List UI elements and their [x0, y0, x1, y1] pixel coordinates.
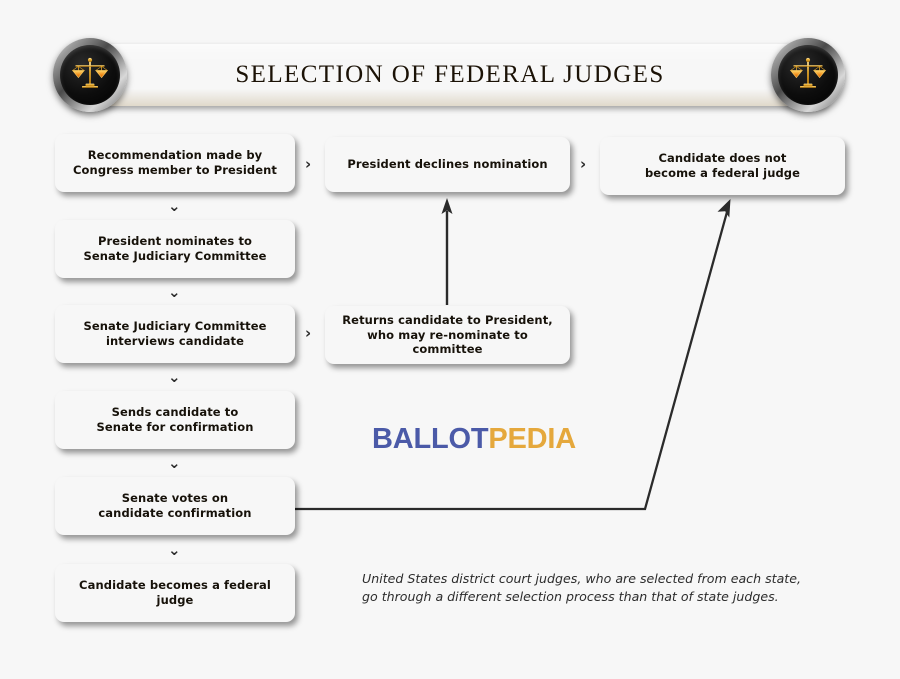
chevron-down-icon-1: ⌄: [168, 197, 181, 215]
chevron-right-icon-2: ›: [580, 155, 587, 173]
node-returns-label: Returns candidate to President, who may …: [342, 312, 553, 357]
chevron-down-icon-2: ⌄: [168, 283, 181, 301]
node-not-judge[interactable]: Candidate does not become a federal judg…: [600, 137, 845, 195]
chevron-down-icon-5: ⌄: [168, 541, 181, 559]
node-nominates-label: President nominates to Senate Judiciary …: [83, 234, 267, 263]
node-recommendation[interactable]: Recommendation made by Congress member t…: [55, 134, 295, 192]
medallion-face-right: [778, 45, 838, 105]
medallion-left: [53, 38, 127, 112]
chevron-right-icon-1: ›: [305, 155, 312, 173]
logo-pedia-text: PEDIA: [488, 423, 577, 455]
chevron-right-icon-3: ›: [305, 324, 312, 342]
footnote: United States district court judges, who…: [362, 570, 832, 606]
scales-of-justice-icon: [789, 57, 827, 88]
node-sends-label: Sends candidate to Senate for confirmati…: [96, 405, 254, 434]
node-recommendation-label: Recommendation made by Congress member t…: [73, 148, 277, 177]
medallion-right: [771, 38, 845, 112]
node-becomes-judge[interactable]: Candidate becomes a federal judge: [55, 564, 295, 622]
logo-ballot-text: BALLOT: [372, 423, 489, 455]
ballotpedia-logo: BALLOTPEDIA: [372, 423, 576, 456]
arrowhead-returns-to-declines: [441, 198, 453, 214]
node-interviews-label: Senate Judiciary Committee interviews ca…: [83, 319, 267, 348]
node-returns[interactable]: Returns candidate to President, who may …: [325, 306, 570, 364]
title-banner: SELECTION OF FEDERAL JUDGES: [72, 44, 828, 106]
chevron-down-icon-3: ⌄: [168, 368, 181, 386]
banner-sheen: [72, 44, 828, 106]
node-interviews[interactable]: Senate Judiciary Committee interviews ca…: [55, 305, 295, 363]
chevron-down-icon-4: ⌄: [168, 454, 181, 472]
page-title: SELECTION OF FEDERAL JUDGES: [235, 61, 665, 88]
node-not-judge-label: Candidate does not become a federal judg…: [644, 151, 801, 180]
node-votes[interactable]: Senate votes on candidate confirmation: [55, 477, 295, 535]
footnote-line-2: go through a different selection process…: [362, 588, 779, 604]
scales-of-justice-icon: [71, 57, 109, 88]
node-declines-label: President declines nomination: [347, 157, 548, 172]
footnote-line-1: United States district court judges, who…: [362, 571, 801, 586]
node-nominates[interactable]: President nominates to Senate Judiciary …: [55, 220, 295, 278]
node-votes-label: Senate votes on candidate confirmation: [98, 491, 252, 520]
node-declines[interactable]: President declines nomination: [325, 137, 570, 192]
arrowhead-votes-to-not-judge: [717, 199, 731, 218]
node-becomes-judge-label: Candidate becomes a federal judge: [79, 578, 271, 607]
node-sends[interactable]: Sends candidate to Senate for confirmati…: [55, 391, 295, 449]
medallion-face-left: [60, 45, 120, 105]
